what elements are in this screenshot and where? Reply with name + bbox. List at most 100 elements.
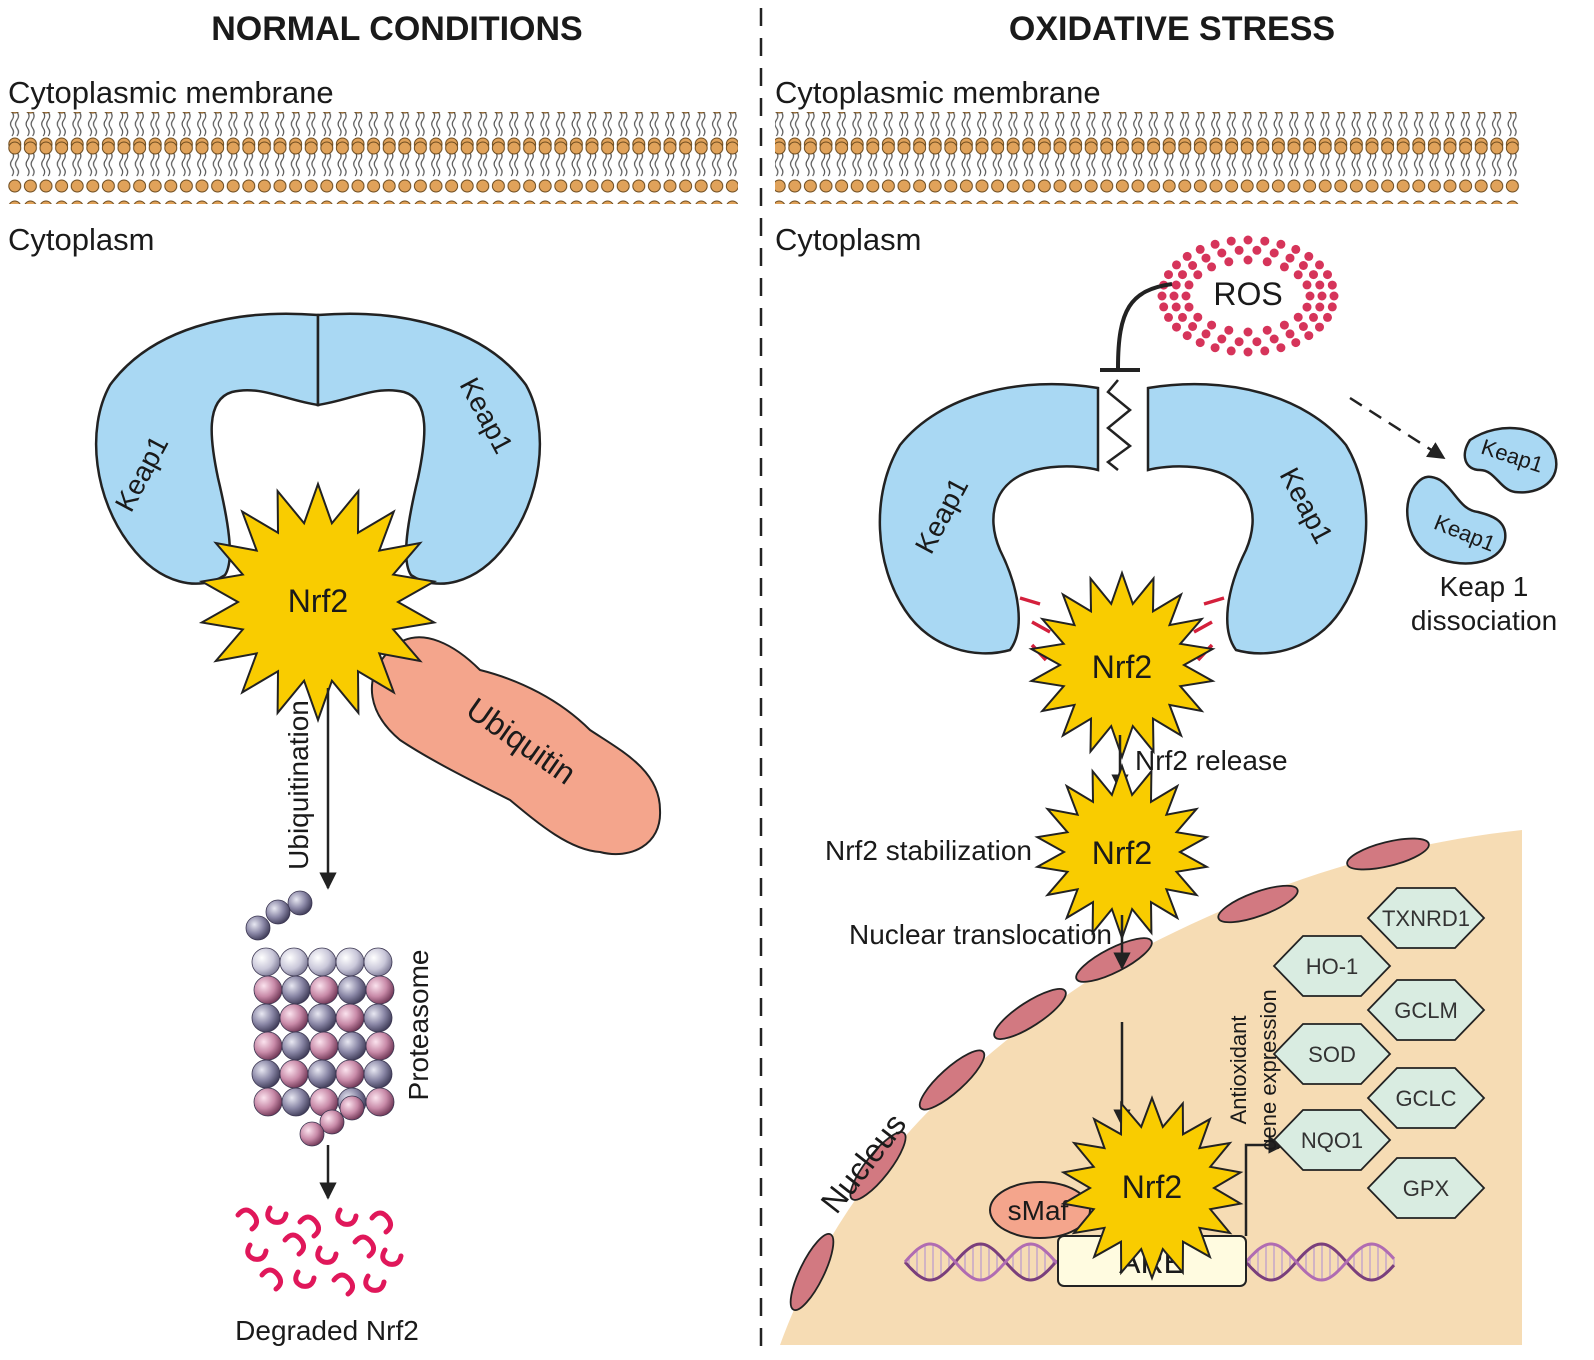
gene-hexagon [1366, 887, 1486, 949]
proteasome-label: Proteasome [403, 950, 434, 1101]
ros-molecule [1224, 257, 1234, 267]
nrf2-free-label: Nrf2 [1092, 835, 1152, 871]
ros-molecule [1234, 337, 1244, 347]
proteasome-subunit [309, 1031, 339, 1061]
proteasome-subunit [251, 1059, 281, 1089]
ros-molecule [1298, 322, 1308, 331]
nrf2-star-bound: Nrf2 [1028, 569, 1216, 761]
degraded-fragment [369, 1210, 394, 1235]
ros-molecule [1169, 291, 1179, 301]
proteasome-subunit [265, 899, 291, 925]
degraded-fragment [335, 1207, 359, 1227]
proteasome-subunit [287, 890, 313, 916]
ros-molecule [1323, 270, 1332, 280]
keap1-dissociated: Keap1 Keap1 [1406, 426, 1558, 565]
ros-molecule [1201, 329, 1211, 339]
dissociation-label-line2: dissociation [1411, 605, 1557, 636]
ros-molecule [1304, 331, 1314, 341]
proteasome-subunit [337, 975, 367, 1005]
ros-molecule [1201, 253, 1211, 263]
degraded-fragment [352, 1234, 377, 1259]
degraded-fragment [380, 1247, 404, 1267]
ros-molecule [1195, 338, 1205, 348]
ros-molecule [1226, 346, 1236, 356]
proteasome-subunit [339, 1095, 365, 1121]
ros-molecule [1243, 235, 1253, 245]
proteasome-subunit [253, 1031, 283, 1061]
ros-molecule [1193, 312, 1203, 322]
ros-molecule [1210, 343, 1220, 353]
proteasome-subunit [309, 975, 339, 1005]
ros-molecule [1276, 239, 1286, 249]
ros-molecule [1317, 291, 1327, 301]
proteasome-subunit [245, 915, 271, 941]
ros-molecule [1157, 291, 1167, 301]
proteasome-subunit [335, 947, 365, 977]
proteasome-subunit [307, 1003, 337, 1033]
ros-molecule [1184, 302, 1194, 312]
ros-molecule [1302, 280, 1312, 290]
proteasome-subunit [307, 947, 337, 977]
nuclear-pore [849, 1131, 907, 1201]
ros-molecule [1159, 302, 1169, 312]
ros-molecule [1285, 329, 1295, 339]
proteasome-subunit [363, 1003, 393, 1033]
left-title: NORMAL CONDITIONS [211, 10, 582, 48]
ros-molecule [1252, 337, 1262, 347]
dna-strand [1244, 1242, 1396, 1282]
left-membrane-label: Cytoplasmic membrane [8, 75, 334, 110]
ros-molecule [1224, 325, 1234, 335]
ros-molecule [1226, 236, 1236, 246]
nrf2-nuclear-label: Nrf2 [1122, 1169, 1182, 1205]
ros-molecule [1193, 270, 1203, 280]
gene-hexagon [1366, 1067, 1486, 1129]
proteasome-subunit [307, 1059, 337, 1089]
nuclear-translocation-label: Nuclear translocation [849, 919, 1112, 950]
proteasome-subunit [363, 947, 393, 977]
ros-molecule [1262, 325, 1272, 335]
broken-bond-zigzag [1105, 379, 1133, 471]
nuclear-pore [918, 1049, 986, 1111]
ros-molecule [1172, 322, 1181, 332]
ros-molecule [1164, 312, 1173, 322]
proteasome-subunit [281, 975, 311, 1005]
degraded-fragment [315, 1245, 339, 1265]
ros-molecule [1315, 280, 1325, 290]
ros-molecule [1304, 251, 1314, 261]
ros-molecule [1276, 343, 1286, 353]
proteasome-subunit [279, 1059, 309, 1089]
ros-molecule [1188, 261, 1198, 270]
ros-molecule [1164, 270, 1173, 280]
ros-molecule [1293, 270, 1303, 280]
gene-hexagon [1272, 935, 1392, 997]
nrf2-star-nuclear: Nrf2 [1060, 1095, 1244, 1281]
left-cytoplasm-label: Cytoplasm [8, 222, 154, 257]
gene-label: NQO1 [1301, 1128, 1363, 1153]
ros-molecule [1315, 322, 1324, 332]
nrf2-star-left: Nrf2 [198, 481, 438, 723]
ros-molecule [1329, 291, 1339, 301]
ros-molecule [1269, 248, 1279, 258]
proteasome-subunit [281, 1087, 311, 1117]
smaf-label: sMaf [1008, 1195, 1069, 1226]
right-cytoplasm-label: Cytoplasm [775, 222, 921, 257]
gene-hexagon [1366, 1157, 1486, 1219]
proteasome [245, 890, 395, 1147]
degraded-fragment [245, 1242, 269, 1262]
right-lipid-bilayer [775, 112, 1521, 204]
ros-molecule [1210, 239, 1220, 249]
ros-molecule [1207, 262, 1217, 272]
ros-molecule [1327, 302, 1337, 312]
nrf2-bound-label: Nrf2 [1092, 649, 1152, 685]
proteasome-subunit [335, 1003, 365, 1033]
ros-molecule [1305, 291, 1315, 301]
dna-helix [903, 1242, 1396, 1282]
ros-molecule [1182, 331, 1192, 341]
ros-molecule [1285, 253, 1295, 263]
dissociation-label-line1: Keap 1 [1440, 571, 1529, 602]
ros-molecule [1195, 244, 1205, 254]
ros-molecule [1171, 302, 1181, 312]
proteasome-subunit [279, 947, 309, 977]
